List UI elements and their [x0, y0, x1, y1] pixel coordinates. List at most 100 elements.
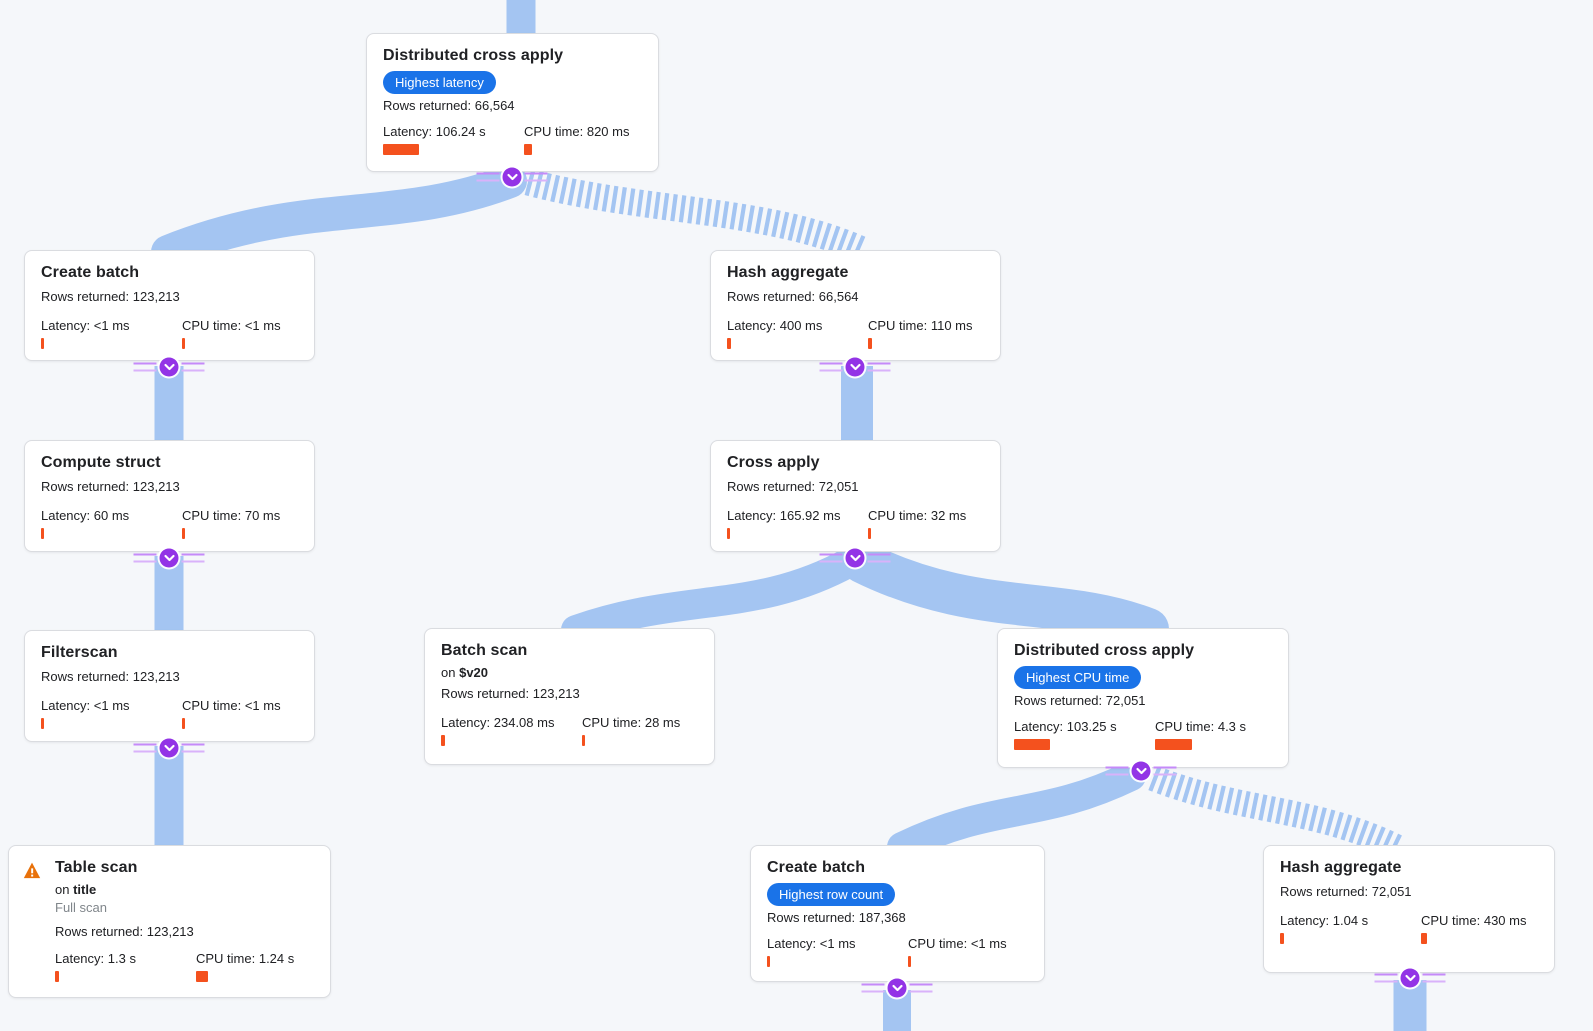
- node-title: Compute struct: [41, 454, 161, 471]
- chevron-down-icon[interactable]: [159, 738, 179, 758]
- latency-bar: [41, 338, 44, 349]
- node-title: Cross apply: [727, 454, 820, 471]
- connector-line: [524, 172, 548, 182]
- edge-dca1-createbatch1: [151, 164, 527, 269]
- plan-node-filterscan[interactable]: Filterscan Rows returned: 123,213 Latenc…: [24, 630, 315, 742]
- rows-returned: Rows returned: 123,213: [41, 669, 180, 684]
- rows-returned: Rows returned: 187,368: [767, 910, 906, 925]
- edge-dca1-hashaggregate1: [524, 168, 868, 263]
- edge-crossapply-batchscan: [561, 547, 865, 645]
- plan-node-cross-apply[interactable]: Cross apply Rows returned: 72,051 Latenc…: [710, 440, 1001, 552]
- connector-line: [133, 362, 157, 372]
- metrics-row: Latency: <1 ms CPU time: <1 ms: [41, 318, 298, 349]
- collapse-toggle-create-batch-1[interactable]: [133, 357, 205, 377]
- collapse-toggle-filterscan[interactable]: [133, 738, 205, 758]
- latency-bar: [383, 144, 419, 155]
- metrics-row: Latency: <1 ms CPU time: <1 ms: [767, 936, 1028, 967]
- latency-bar: [1014, 739, 1050, 750]
- plan-node-hash-aggregate-2[interactable]: Hash aggregate Rows returned: 72,051 Lat…: [1263, 845, 1555, 973]
- collapse-toggle-dca2[interactable]: [1105, 761, 1177, 781]
- connector-line: [867, 553, 891, 563]
- latency-label: Latency: 1.3 s: [55, 951, 136, 966]
- cpu-time-label: CPU time: 430 ms: [1421, 913, 1527, 928]
- chevron-down-icon[interactable]: [845, 357, 865, 377]
- chevron-down-icon[interactable]: [159, 357, 179, 377]
- node-title: Batch scan: [441, 642, 528, 659]
- connector-line: [1422, 973, 1446, 983]
- cpu-time-label: CPU time: 28 ms: [582, 715, 681, 730]
- chevron-down-icon[interactable]: [502, 167, 522, 187]
- cpu-time-label: CPU time: <1 ms: [908, 936, 1007, 951]
- cpu-time-bar: [182, 528, 185, 539]
- connector-line: [181, 362, 205, 372]
- latency-label: Latency: 1.04 s: [1280, 913, 1369, 928]
- metrics-row: Latency: 234.08 ms CPU time: 28 ms: [441, 715, 698, 746]
- collapse-toggle-hash-aggregate-1[interactable]: [819, 357, 891, 377]
- metrics-row: Latency: 1.04 s CPU time: 430 ms: [1280, 913, 1538, 944]
- chevron-down-icon[interactable]: [1400, 968, 1420, 988]
- latency-bar: [727, 338, 731, 349]
- latency-bar: [441, 735, 445, 746]
- cpu-time-bar: [182, 338, 185, 349]
- edge-dca2-createbatch2: [887, 761, 1146, 862]
- connector-line: [133, 553, 157, 563]
- plan-node-compute-struct[interactable]: Compute struct Rows returned: 123,213 La…: [24, 440, 315, 552]
- rows-returned: Rows returned: 123,213: [441, 686, 580, 701]
- connector-line: [181, 553, 205, 563]
- node-title: Create batch: [41, 264, 140, 281]
- collapse-toggle-hash-aggregate-2[interactable]: [1374, 968, 1446, 988]
- scan-target: on $v20: [441, 665, 489, 680]
- rows-returned: Rows returned: 123,213: [55, 924, 194, 939]
- plan-node-distributed-cross-apply-2[interactable]: Distributed cross apply Highest CPU time…: [997, 628, 1289, 768]
- plan-node-table-scan[interactable]: Table scan on title Full scan Rows retur…: [8, 845, 331, 998]
- connector-line: [133, 743, 157, 753]
- latency-bar: [41, 718, 44, 729]
- plan-node-batch-scan[interactable]: Batch scan on $v20 Rows returned: 123,21…: [424, 628, 715, 765]
- cpu-time-bar: [1421, 933, 1427, 944]
- cpu-time-bar: [582, 735, 585, 746]
- cpu-time-label: CPU time: 32 ms: [868, 508, 967, 523]
- node-title: Hash aggregate: [1280, 859, 1402, 876]
- cpu-time-bar: [182, 718, 185, 729]
- cpu-time-bar: [908, 956, 911, 967]
- rows-returned: Rows returned: 72,051: [1280, 884, 1412, 899]
- latency-label: Latency: 60 ms: [41, 508, 130, 523]
- node-title: Filterscan: [41, 644, 118, 661]
- latency-bar: [41, 528, 44, 539]
- connector-line: [819, 553, 843, 563]
- chevron-down-icon[interactable]: [1131, 761, 1151, 781]
- node-title: Table scan: [55, 859, 138, 876]
- cpu-time-bar: [524, 144, 532, 155]
- chevron-down-icon[interactable]: [887, 978, 907, 998]
- metrics-row: Latency: <1 ms CPU time: <1 ms: [41, 698, 298, 729]
- rows-returned: Rows returned: 72,051: [727, 479, 859, 494]
- connector-line: [476, 172, 500, 182]
- scan-type: Full scan: [55, 900, 108, 915]
- highest-cpu-time-badge: Highest CPU time: [1014, 666, 1142, 689]
- rows-returned: Rows returned: 72,051: [1014, 693, 1146, 708]
- collapse-toggle-dca1[interactable]: [476, 167, 548, 187]
- connector-line: [1374, 973, 1398, 983]
- rows-returned: Rows returned: 123,213: [41, 479, 180, 494]
- latency-label: Latency: <1 ms: [767, 936, 856, 951]
- plan-node-distributed-cross-apply-1[interactable]: Distributed cross apply Highest latency …: [366, 33, 659, 172]
- latency-label: Latency: 165.92 ms: [727, 508, 841, 523]
- plan-node-create-batch-1[interactable]: Create batch Rows returned: 123,213 Late…: [24, 250, 315, 361]
- chevron-down-icon[interactable]: [845, 548, 865, 568]
- connector-line: [861, 983, 885, 993]
- warning-triangle-icon: [22, 861, 42, 879]
- chevron-down-icon[interactable]: [159, 548, 179, 568]
- collapse-toggle-cross-apply[interactable]: [819, 548, 891, 568]
- cpu-time-bar: [1155, 739, 1192, 750]
- metrics-row: Latency: 106.24 s CPU time: 820 ms: [383, 124, 642, 155]
- latency-bar: [1280, 933, 1284, 944]
- latency-bar: [767, 956, 770, 967]
- plan-node-create-batch-2[interactable]: Create batch Highest row count Rows retu…: [750, 845, 1045, 982]
- cpu-time-label: CPU time: 4.3 s: [1155, 719, 1247, 734]
- collapse-toggle-create-batch-2[interactable]: [861, 978, 933, 998]
- connector-line: [819, 362, 843, 372]
- node-title: Distributed cross apply: [1014, 642, 1195, 659]
- plan-node-hash-aggregate-1[interactable]: Hash aggregate Rows returned: 66,564 Lat…: [710, 250, 1001, 361]
- metrics-row: Latency: 1.3 s CPU time: 1.24 s: [55, 951, 314, 982]
- collapse-toggle-compute-struct[interactable]: [133, 548, 205, 568]
